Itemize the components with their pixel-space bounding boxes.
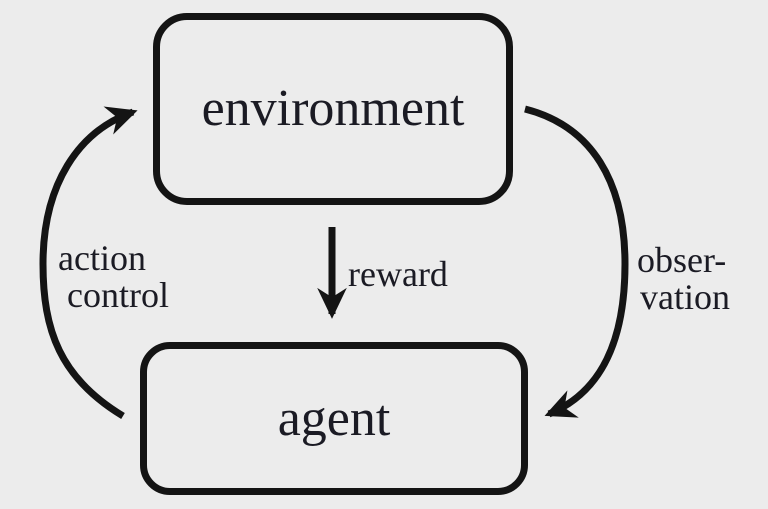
reward-edge-label: reward (348, 255, 448, 293)
observation-label-line1: obser- (637, 240, 727, 280)
action-edge-label: action control (58, 240, 169, 314)
action-label-line2: control (67, 275, 169, 315)
environment-node: environment (153, 13, 513, 205)
reward-label-text: reward (348, 254, 448, 294)
observation-edge-label: obser- vation (637, 242, 730, 316)
agent-label: agent (277, 389, 391, 447)
action-arrow (39, 106, 138, 419)
observation-label-line2: vation (640, 277, 730, 317)
observation-arrow (524, 105, 629, 418)
agent-node: agent (140, 342, 528, 495)
environment-label: environment (201, 80, 465, 137)
action-label-line1: action (58, 238, 146, 278)
